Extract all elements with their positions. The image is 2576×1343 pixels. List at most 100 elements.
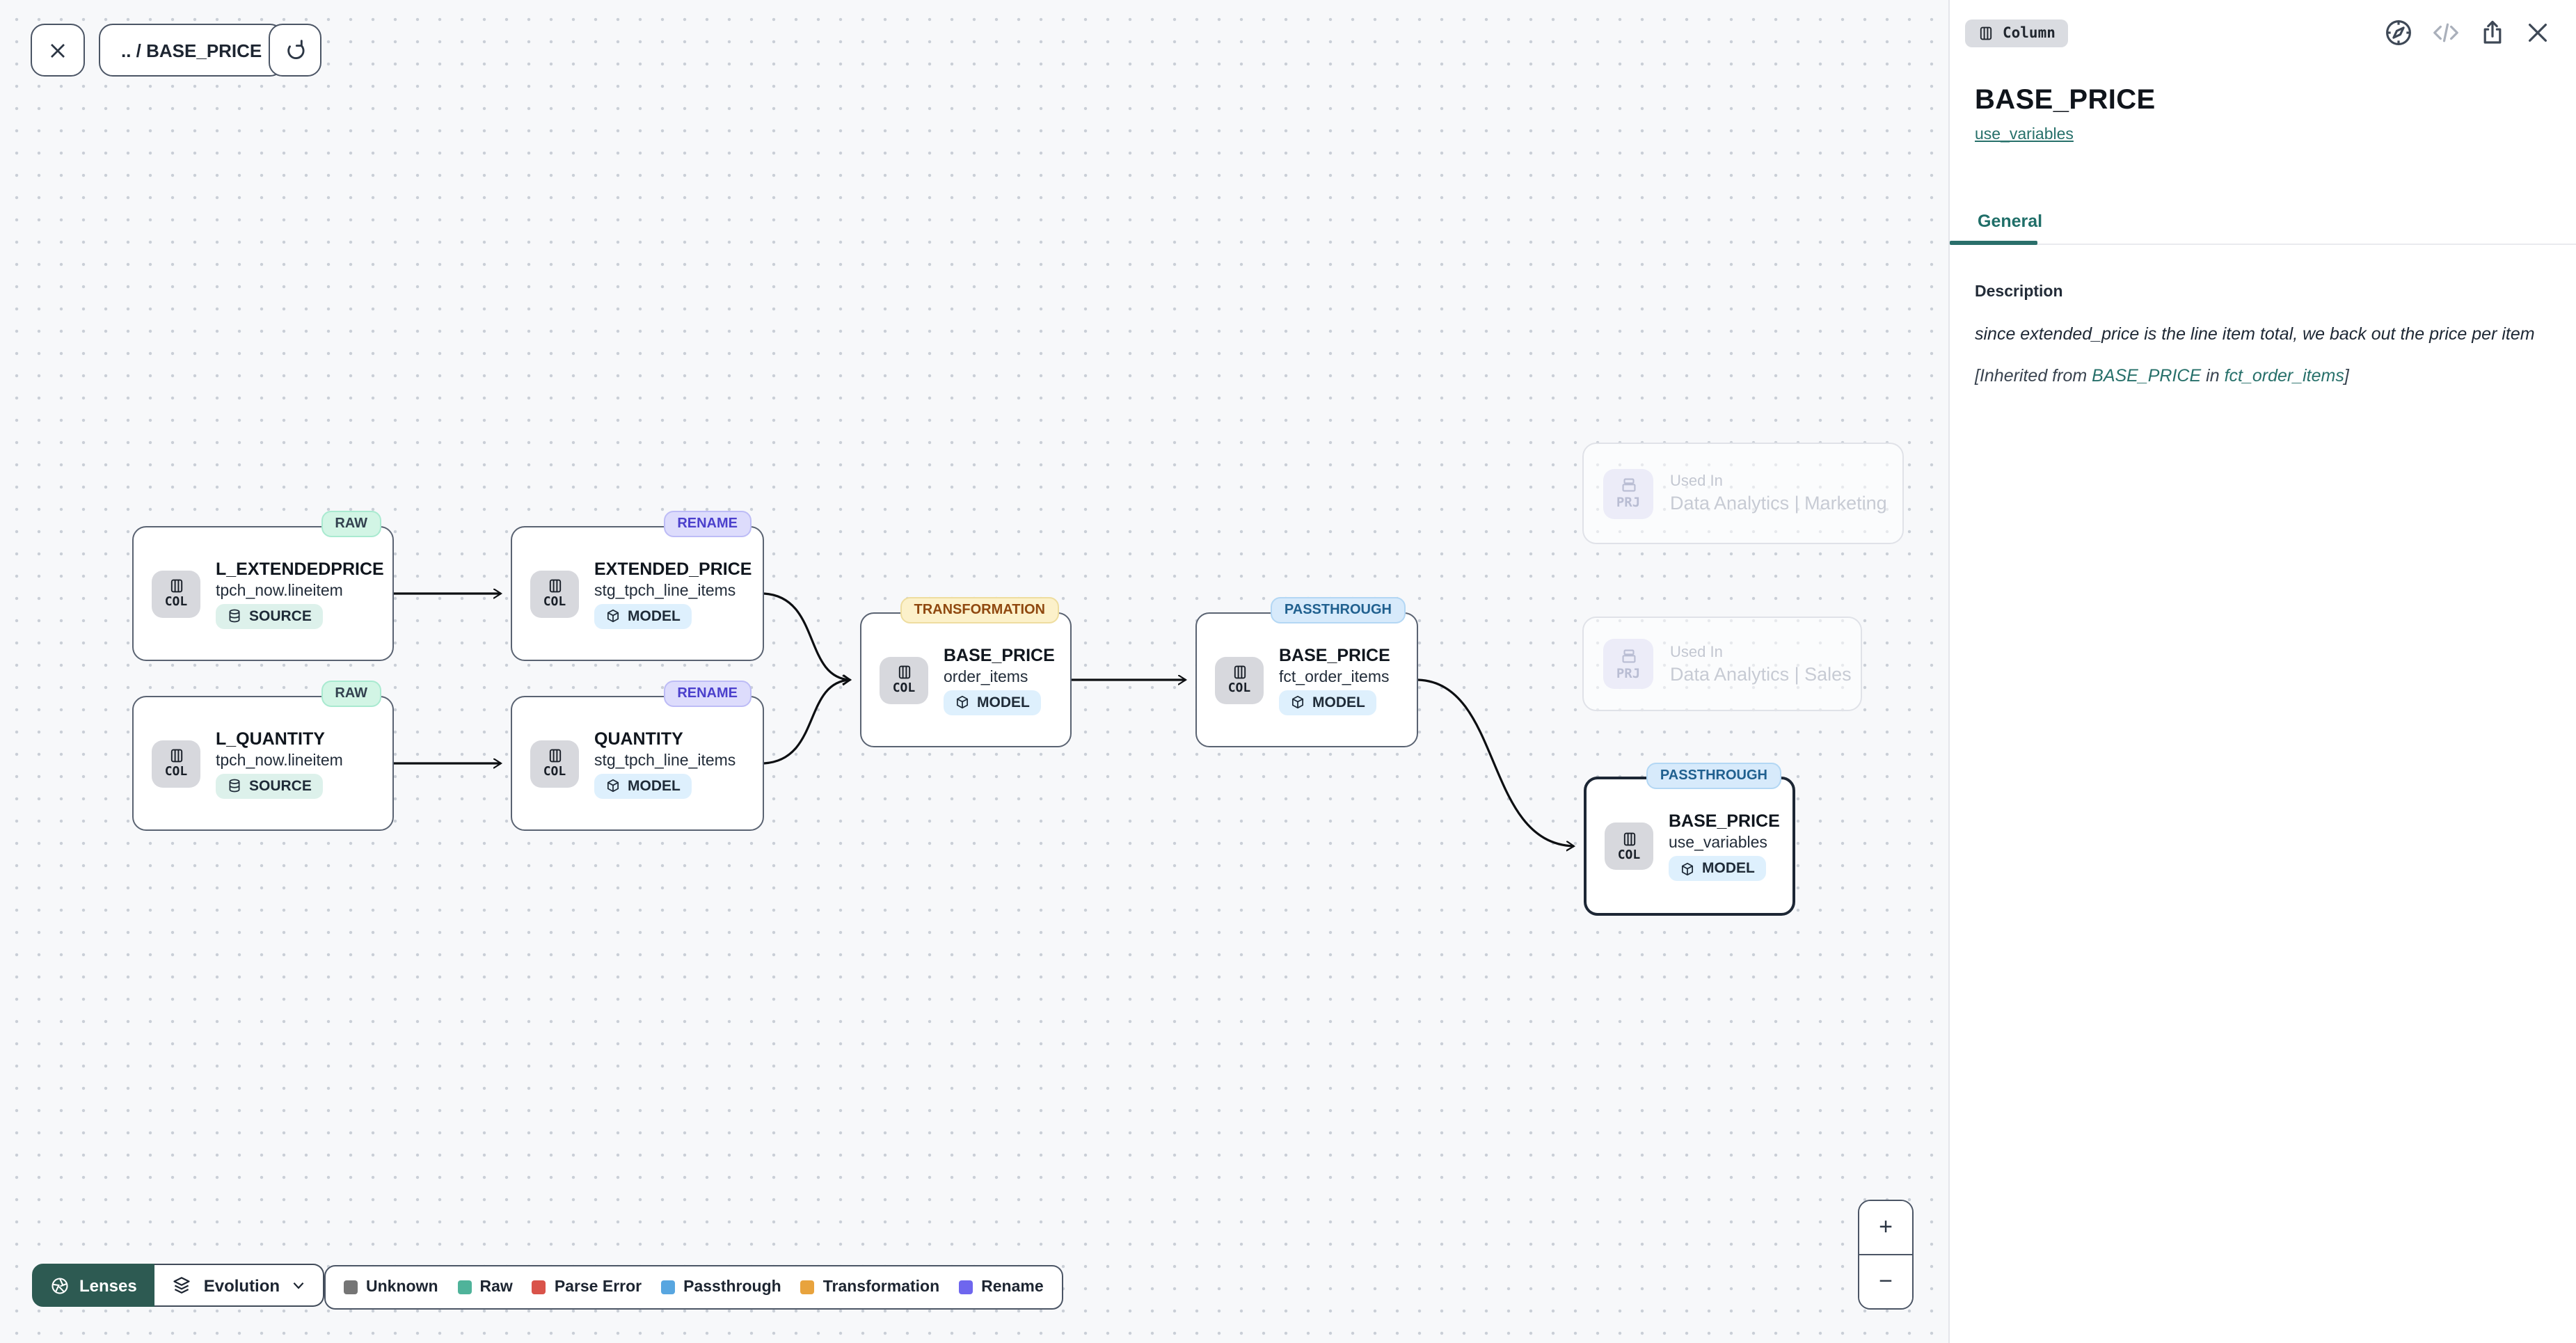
legend-swatch: [959, 1280, 973, 1294]
node-title: L_EXTENDEDPRICE: [216, 559, 384, 578]
columns-icon: [548, 749, 561, 763]
details-panel: Column BASE_PRICE use_variables Gener: [1948, 0, 2576, 1343]
database-icon: [229, 779, 240, 793]
legend-item: Passthrough: [661, 1279, 781, 1296]
panel-actions: [2384, 18, 2551, 47]
column-chip: COL: [530, 570, 579, 617]
columns-icon: [1233, 665, 1246, 679]
columns-icon: [898, 665, 910, 679]
legend-item: Unknown: [344, 1279, 438, 1296]
node-subtitle: use_variables: [1669, 835, 1767, 852]
node-subtitle: fct_order_items: [1279, 669, 1390, 685]
lenses-control: Lenses Evolution: [32, 1264, 325, 1307]
project-icon: [1621, 649, 1635, 662]
evolution-dropdown[interactable]: Evolution: [154, 1264, 325, 1307]
panel-title: BASE_PRICE: [1975, 85, 2156, 116]
columns-icon: [170, 579, 182, 593]
close-panel-icon[interactable]: [2525, 19, 2551, 46]
cube-icon: [607, 779, 619, 793]
edge-kind-badge: TRANSFORMATION: [900, 597, 1059, 623]
panel-header: Column: [1950, 0, 2576, 47]
node-title: EXTENDED_PRICE: [594, 559, 752, 578]
lineage-node-extended-price[interactable]: RENAME COL EXTENDED_PRICE stg_tpch_line_…: [511, 511, 764, 661]
edge-kind-badge: RENAME: [663, 681, 752, 707]
zoom-in-button[interactable]: +: [1859, 1201, 1912, 1255]
legend-swatch: [661, 1280, 676, 1294]
node-title: BASE_PRICE: [1279, 645, 1390, 665]
code-icon[interactable]: [2431, 18, 2460, 47]
lenses-label: Lenses: [79, 1276, 137, 1295]
legend-item: Transformation: [800, 1279, 939, 1296]
close-button[interactable]: [31, 24, 85, 77]
close-icon: [51, 43, 65, 57]
cube-icon: [1681, 861, 1694, 875]
inherited-model-link[interactable]: fct_order_items: [2224, 366, 2344, 386]
legend-swatch: [344, 1280, 358, 1294]
lineage-node-base-price-fct-order-items[interactable]: PASSTHROUGH COL BASE_PRICE fct_order_ite…: [1195, 597, 1418, 747]
node-type-badge: MODEL: [1669, 856, 1766, 881]
zoom-controls: + −: [1858, 1200, 1914, 1310]
node-title: L_QUANTITY: [216, 729, 325, 748]
edge-kind-badge: PASSTHROUGH: [1646, 763, 1781, 789]
zoom-out-button[interactable]: −: [1859, 1255, 1912, 1308]
node-type-badge: MODEL: [594, 603, 692, 628]
node-title: QUANTITY: [594, 729, 683, 748]
column-chip: COL: [152, 740, 200, 787]
legend-item: Raw: [457, 1279, 513, 1296]
lineage-node-l-extendedprice[interactable]: RAW COL L_EXTENDEDPRICE tpch_now.lineite…: [132, 511, 394, 661]
node-title: BASE_PRICE: [944, 645, 1055, 665]
project-chip: PRJ: [1603, 639, 1653, 689]
column-chip: COL: [530, 740, 579, 787]
edge-kind-badge: RAW: [321, 681, 381, 707]
node-subtitle: order_items: [944, 669, 1028, 685]
inherited-column-link[interactable]: BASE_PRICE: [2092, 366, 2202, 386]
columns-icon: [170, 749, 182, 763]
lenses-button[interactable]: Lenses: [32, 1264, 155, 1307]
node-subtitle: stg_tpch_line_items: [594, 752, 736, 769]
refresh-button[interactable]: [269, 24, 321, 77]
node-subtitle: tpch_now.lineitem: [216, 752, 343, 769]
edge-kind-badge: RAW: [321, 511, 381, 537]
legend-swatch: [532, 1280, 546, 1294]
lineage-canvas[interactable]: .. / BASE_PRICE PRJ Used In Data Analyti…: [0, 0, 1948, 1343]
cube-icon: [607, 609, 619, 623]
edge-kind-badge: PASSTHROUGH: [1270, 597, 1406, 623]
column-chip: COL: [1215, 656, 1264, 704]
database-icon: [229, 609, 240, 623]
used-in-title: Data Analytics | Marketing: [1670, 493, 1887, 514]
tab-general[interactable]: General: [1978, 212, 2043, 231]
project-icon: [1621, 478, 1635, 492]
columns-icon: [548, 579, 561, 593]
panel-tabs: General: [1950, 209, 2576, 245]
description-heading: Description: [1975, 284, 2063, 301]
column-chip: COL: [152, 570, 200, 617]
edge-kind-legend: Unknown Raw Parse Error Passthrough Tran…: [324, 1265, 1063, 1310]
columns-icon: [1980, 26, 1992, 40]
legend-item: Rename: [959, 1279, 1044, 1296]
node-type-badge: MODEL: [944, 690, 1041, 715]
lineage-node-base-price-use-variables[interactable]: PASSTHROUGH COL BASE_PRICE use_variables…: [1584, 763, 1795, 916]
entity-kind-badge: Column: [1965, 19, 2068, 47]
model-link[interactable]: use_variables: [1975, 127, 2074, 143]
column-chip: COL: [1605, 823, 1653, 870]
cube-icon: [956, 695, 969, 709]
lineage-node-quantity[interactable]: RENAME COL QUANTITY stg_tpch_line_items …: [511, 681, 764, 831]
description-body: since extended_price is the line item to…: [1975, 324, 2535, 344]
description-inherited: [Inherited from BASE_PRICE in fct_order_…: [1975, 366, 2349, 386]
project-chip: PRJ: [1603, 468, 1653, 518]
node-type-badge: SOURCE: [216, 773, 323, 798]
used-in-card-marketing[interactable]: PRJ Used In Data Analytics | Marketing: [1582, 443, 1904, 544]
lineage-node-base-price-order-items[interactable]: TRANSFORMATION COL BASE_PRICE order_item…: [860, 597, 1072, 747]
breadcrumb[interactable]: .. / BASE_PRICE: [99, 24, 285, 77]
used-in-title: Data Analytics | Sales: [1670, 663, 1852, 684]
node-type-badge: MODEL: [594, 773, 692, 798]
used-in-card-sales[interactable]: PRJ Used In Data Analytics | Sales: [1582, 617, 1862, 711]
lineage-node-l-quantity[interactable]: RAW COL L_QUANTITY tpch_now.lineitem SOU…: [132, 681, 394, 831]
layers-icon: [174, 1277, 191, 1294]
cube-icon: [1291, 695, 1304, 709]
columns-icon: [1623, 832, 1635, 845]
share-icon[interactable]: [2479, 18, 2506, 47]
legend-swatch: [800, 1280, 815, 1294]
explore-compass-icon[interactable]: [2384, 18, 2413, 47]
